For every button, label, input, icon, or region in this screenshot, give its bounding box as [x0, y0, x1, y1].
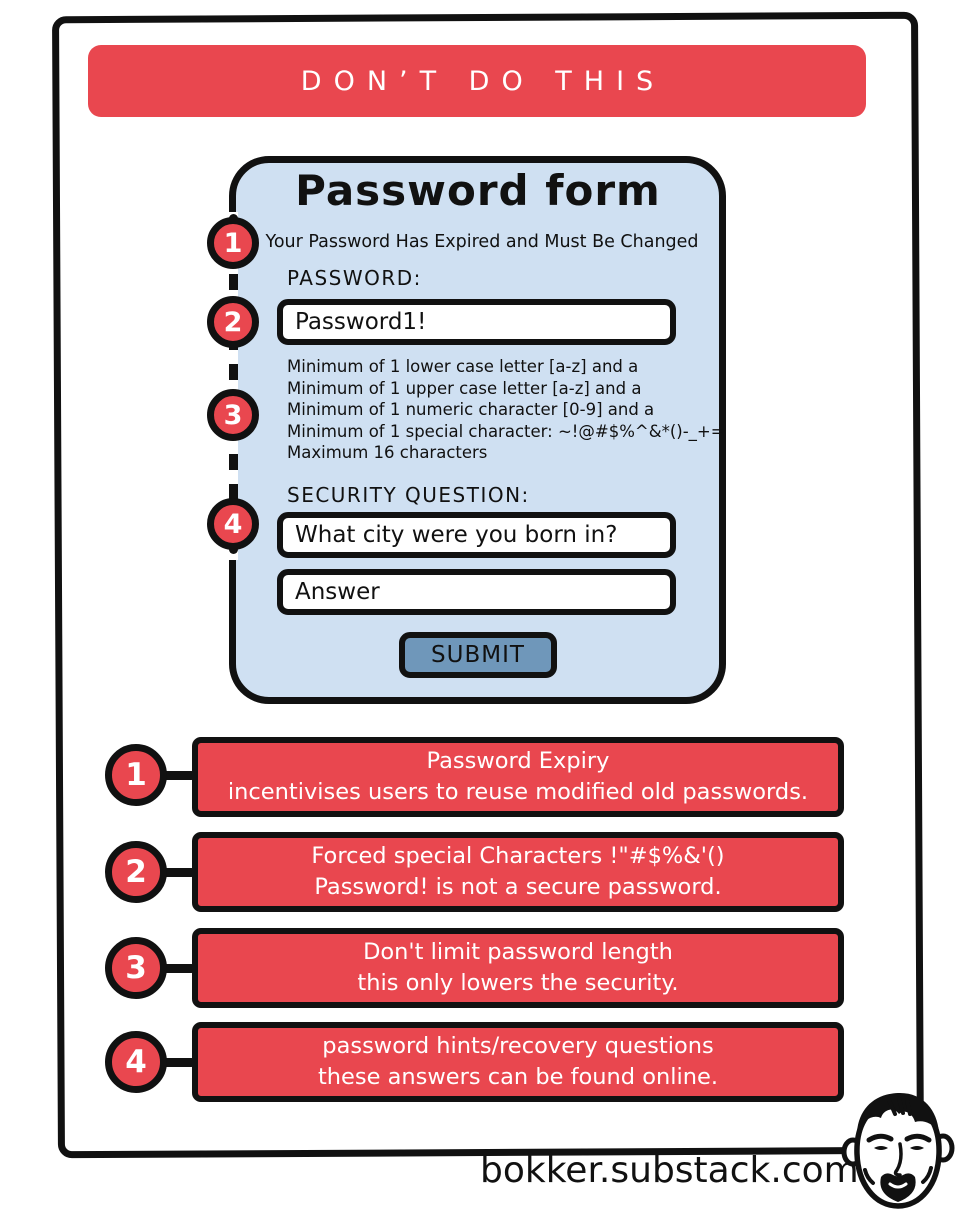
callout-number-4: 4	[105, 1031, 167, 1093]
form-marker-2: 2	[207, 296, 259, 348]
security-question-label: SECURITY QUESTION:	[287, 483, 530, 507]
banner-dont-do-this: DON’T DO THIS	[88, 45, 866, 117]
callout-line: password hints/recovery questions	[322, 1033, 714, 1059]
rule-line: Minimum of 1 numeric character [0-9] and…	[287, 400, 655, 419]
security-question-input[interactable]	[277, 512, 676, 558]
callout-box-3: Don't limit password length this only lo…	[192, 928, 844, 1008]
callout-connector-1	[162, 771, 196, 780]
form-marker-1: 1	[207, 217, 259, 269]
submit-label: SUBMIT	[431, 642, 525, 668]
callout-number-2: 2	[105, 841, 167, 903]
callout-line: this only lowers the security.	[357, 970, 679, 996]
callout-connector-2	[162, 868, 196, 877]
answer-input[interactable]	[277, 569, 676, 615]
password-label: PASSWORD:	[287, 266, 422, 290]
marker-number: 4	[223, 508, 243, 540]
callout-line: Password Expiry	[426, 748, 610, 774]
form-marker-4: 4	[207, 498, 259, 550]
callout-number-text: 3	[125, 950, 147, 986]
callout-box-1: Password Expiry incentivises users to re…	[192, 737, 844, 817]
form-marker-3: 3	[207, 389, 259, 441]
marker-number: 1	[223, 227, 243, 259]
form-subtitle: Your Password Has Expired and Must Be Ch…	[265, 232, 699, 252]
callout-line: Don't limit password length	[363, 939, 673, 965]
rule-line: Minimum of 1 lower case letter [a-z] and…	[287, 357, 639, 376]
password-input[interactable]	[277, 299, 676, 345]
callout-number-3: 3	[105, 937, 167, 999]
callout-box-2: Forced special Characters !"#$%&'() Pass…	[192, 832, 844, 912]
submit-button[interactable]: SUBMIT	[399, 632, 557, 678]
rule-line: Maximum 16 characters	[287, 443, 488, 462]
marker-dashed-connector	[229, 214, 238, 554]
rule-line: Minimum of 1 special character: ~!@#$%^&…	[287, 421, 725, 441]
marker-number: 3	[223, 399, 243, 431]
callout-number-text: 1	[125, 757, 147, 793]
banner-label: DON’T DO THIS	[300, 65, 666, 97]
rule-line: Minimum of 1 upper case letter [a-z] and…	[287, 378, 642, 398]
marker-number: 2	[223, 306, 243, 338]
callout-connector-3	[162, 964, 196, 973]
callout-number-text: 4	[125, 1044, 147, 1080]
callout-line: these answers can be found online.	[317, 1064, 719, 1090]
callout-connector-4	[162, 1058, 196, 1067]
callout-number-text: 2	[125, 854, 147, 890]
callout-line: Password! is not a secure password.	[314, 874, 722, 900]
callout-line: incentivises users to reuse modified old…	[227, 779, 809, 805]
callout-box-4: password hints/recovery questions these …	[192, 1022, 844, 1102]
credit-url: bokker.substack.com	[480, 1150, 859, 1191]
cartoon-face-icon	[841, 1092, 955, 1209]
callout-number-1: 1	[105, 744, 167, 806]
form-title: Password form	[295, 166, 661, 215]
callout-line: Forced special Characters !"#$%&'()	[311, 843, 725, 869]
password-rules: Minimum of 1 lower case letter [a-z] and…	[287, 356, 725, 464]
